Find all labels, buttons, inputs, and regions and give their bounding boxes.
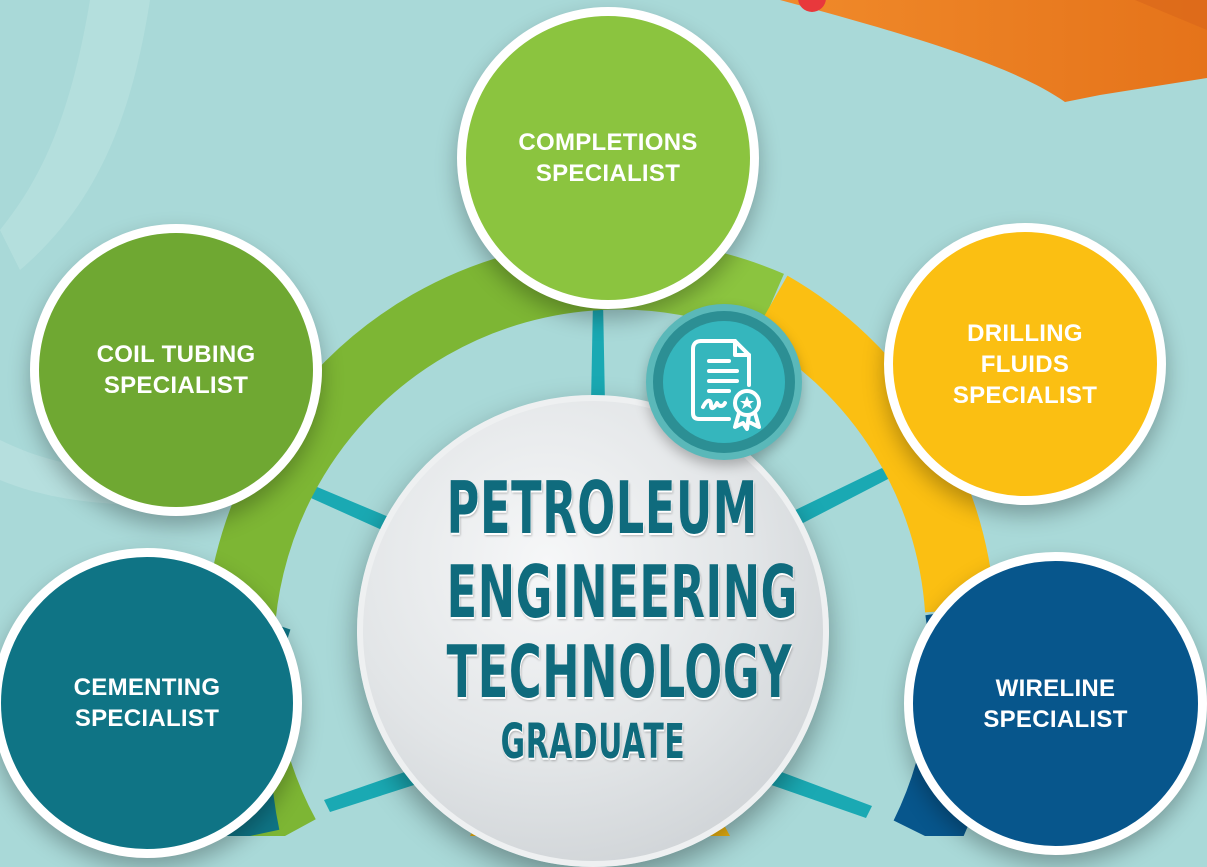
title-line-3: TECHNOLOGY [446,630,793,714]
drilling-fluids-specialist-label: DRILLING FLUIDS SPECIALIST [952,319,1098,409]
cementing-specialist-node: CEMENTING SPECIALIST [0,548,302,858]
title-line-2: ENGINEERING [446,550,798,634]
certificate-badge [646,304,802,460]
wireline-specialist-node: WIRELINE SPECIALIST [904,552,1207,855]
title-line-4: GRADUATE [500,714,686,770]
coil-tubing-specialist-node: COIL TUBING SPECIALIST [30,224,322,516]
drilling-fluids-specialist-node: DRILLING FLUIDS SPECIALIST [884,223,1166,505]
title-line-1: PETROLEUM [446,466,758,550]
center-hub [357,395,829,867]
wireline-specialist-label: WIRELINE SPECIALIST [983,674,1128,733]
completions-specialist-label: COMPLETIONS SPECIALIST [518,129,698,187]
completions-specialist-node: COMPLETIONS SPECIALIST [457,7,759,309]
cementing-specialist-label: CEMENTING SPECIALIST [73,674,221,732]
orange-banner [780,0,1207,102]
certificate-icon [691,339,761,431]
coil-tubing-specialist-label: COIL TUBING SPECIALIST [96,341,256,399]
